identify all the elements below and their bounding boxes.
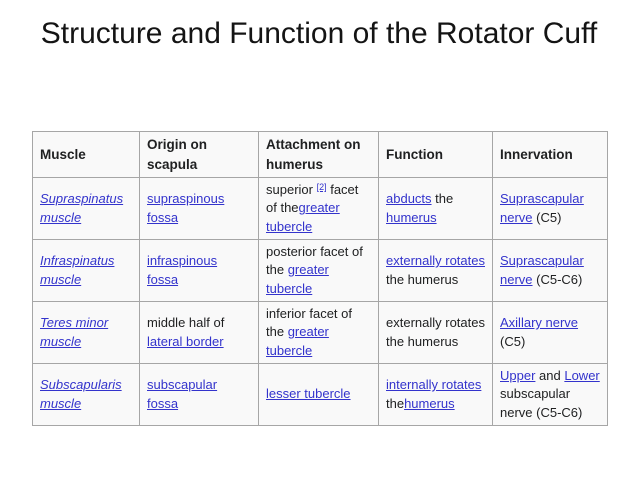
- wiki-link[interactable]: Upper: [500, 367, 536, 383]
- cell-attachment: lesser tubercle: [258, 363, 379, 426]
- wiki-link[interactable]: Teres minor muscle: [40, 315, 109, 349]
- text-run: superior: [266, 181, 317, 197]
- slide-canvas: { "slide": { "title": "Structure and Fun…: [0, 14, 638, 493]
- wiki-link[interactable]: Lower: [564, 367, 600, 383]
- text-run: (C5): [500, 333, 526, 349]
- wiki-link[interactable]: Infraspinatus muscle: [40, 253, 115, 287]
- cell-origin: infraspinous fossa: [139, 239, 259, 302]
- cell-attachment: posterior facet of the greater tubercle: [258, 239, 379, 302]
- cell-origin: subscapular fossa: [139, 363, 259, 426]
- cell-muscle: Infraspinatus muscle: [32, 239, 140, 302]
- wiki-link[interactable]: externally rotates: [386, 253, 485, 269]
- cell-function: externally rotates the humerus: [378, 239, 493, 302]
- text-run: (C5): [532, 209, 562, 225]
- table-row: Subscapularis muscle subscapular fossa les…: [32, 363, 608, 426]
- text-run: facet of the: [266, 181, 359, 216]
- text-run: subscapular nerve (C5-C6): [500, 386, 583, 420]
- text-run: the humerus: [386, 271, 459, 287]
- table-row: Infraspinatus muscle infraspinous fossa po…: [32, 239, 608, 302]
- table-row: Teres minor muscle middle half of lateral…: [32, 301, 608, 364]
- wiki-link[interactable]: subscapular fossa: [147, 377, 218, 411]
- cell-innervation: Suprascapular nerve (C5-C6): [492, 239, 608, 302]
- text-run: the: [386, 395, 405, 411]
- cell-attachment: superior [2] facet of thegreater tubercl…: [258, 177, 379, 240]
- text-run: the: [431, 191, 454, 207]
- wiki-link[interactable]: infraspinous fossa: [147, 253, 218, 287]
- wiki-link[interactable]: supraspinous fossa: [147, 191, 225, 225]
- table-row: Supraspinatus muscle supraspinous fossa su…: [32, 177, 608, 240]
- text-run: (C5-C6): [532, 271, 583, 287]
- wiki-link[interactable]: Suprascapular nerve: [500, 253, 584, 287]
- wiki-link[interactable]: greater tubercle: [266, 324, 329, 358]
- wiki-link[interactable]: Supraspinatus muscle: [40, 191, 124, 225]
- cell-attachment: inferior facet of the greater tubercle: [258, 301, 379, 364]
- column-header-attachment: Attachment on humerus: [258, 131, 379, 178]
- reference-link[interactable]: [2]: [316, 181, 327, 192]
- wiki-link[interactable]: humerus: [404, 395, 455, 411]
- column-header-function: Function: [378, 131, 493, 178]
- wiki-link[interactable]: internally rotates: [386, 377, 482, 393]
- text-run: externally rotates the humerus: [386, 315, 485, 349]
- wiki-link[interactable]: abducts: [386, 191, 432, 207]
- text-run: posterior facet of the: [266, 243, 363, 278]
- wiki-link[interactable]: Suprascapular nerve: [500, 191, 584, 225]
- cell-function: externally rotates the humerus: [378, 301, 493, 364]
- cell-innervation: Upper and Lower subscapular nerve (C5-C6…: [492, 363, 608, 426]
- cell-innervation: Axillary nerve (C5): [492, 301, 608, 364]
- wiki-link[interactable]: Subscapularis muscle: [40, 377, 122, 411]
- cell-function: internally rotates thehumerus: [378, 363, 493, 426]
- column-header-origin: Origin on scapula: [139, 131, 259, 178]
- cell-function: abducts the humerus: [378, 177, 493, 240]
- cell-muscle: Subscapularis muscle: [32, 363, 140, 426]
- wiki-link[interactable]: lateral border: [147, 333, 224, 349]
- text-run: inferior facet of the: [266, 305, 352, 340]
- wiki-link[interactable]: lesser tubercle: [266, 386, 351, 402]
- text-run: middle half of: [147, 315, 225, 331]
- cell-muscle: Supraspinatus muscle: [32, 177, 140, 240]
- column-header-muscle: Muscle: [32, 131, 140, 178]
- cell-muscle: Teres minor muscle: [32, 301, 140, 364]
- wiki-link[interactable]: greater tubercle: [266, 262, 329, 296]
- cell-origin: middle half of lateral border: [139, 301, 259, 364]
- slide-title: Structure and Function of the Rotator Cu…: [40, 17, 598, 50]
- cell-origin: supraspinous fossa: [139, 177, 259, 240]
- cell-innervation: Suprascapular nerve (C5): [492, 177, 608, 240]
- column-header-innervation: Innervation: [492, 131, 608, 178]
- wiki-link[interactable]: humerus: [386, 209, 437, 225]
- wiki-link[interactable]: Axillary nerve: [500, 315, 579, 331]
- table-body: Supraspinatus muscle supraspinous fossa su…: [32, 177, 608, 426]
- wiki-link[interactable]: greater tubercle: [266, 200, 340, 234]
- text-run: and: [535, 367, 565, 383]
